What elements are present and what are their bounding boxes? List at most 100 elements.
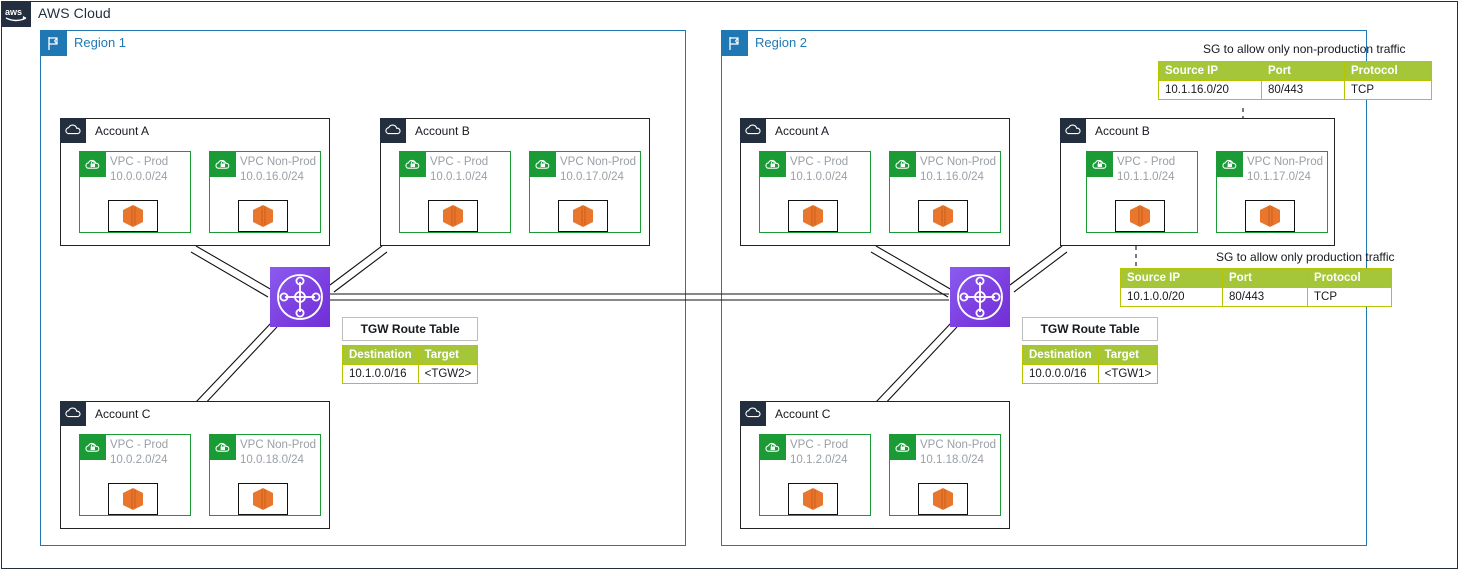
cell-target: <TGW2> <box>417 364 479 384</box>
table-row: 10.1.16.0/20 80/443 TCP <box>1158 80 1432 100</box>
cell-destination: 10.0.0.0/16 <box>1022 364 1099 384</box>
column-header-target: Target <box>1097 345 1159 365</box>
flag-icon <box>721 30 748 56</box>
transit-gateway-icon-1[interactable] <box>270 267 330 327</box>
account-cloud-icon <box>740 401 766 426</box>
column-header-port: Port <box>1222 268 1308 288</box>
account-cloud-icon <box>740 118 766 143</box>
account-cloud-icon <box>1060 118 1086 143</box>
aws-cloud-title: AWS Cloud <box>38 5 111 21</box>
vpc-icon <box>80 152 106 177</box>
column-header-source-ip: Source IP <box>1158 61 1262 81</box>
ec2-instance-icon <box>108 483 158 515</box>
route-table-caption: TGW Route Table <box>1021 317 1159 341</box>
account-cloud-icon <box>60 401 86 426</box>
vpc-icon <box>210 152 236 177</box>
ec2-instance-icon <box>238 483 288 515</box>
column-header-protocol: Protocol <box>1307 268 1392 288</box>
vpc-icon <box>1087 152 1113 177</box>
account-label: Account C <box>775 407 831 421</box>
ec2-instance-icon <box>558 200 608 232</box>
tgw-route-table-2[interactable]: TGW Route Table Destination Target 10.0.… <box>1021 317 1159 384</box>
region-1-label: Region 1 <box>74 35 127 50</box>
cell-protocol: TCP <box>1307 287 1392 307</box>
column-header-port: Port <box>1261 61 1345 81</box>
sg-non-prod-table[interactable]: Source IP Port Protocol 10.1.16.0/20 80/… <box>1158 61 1432 100</box>
cell-protocol: TCP <box>1344 80 1432 100</box>
sg-prod-table[interactable]: Source IP Port Protocol 10.1.0.0/20 80/4… <box>1120 268 1392 307</box>
cell-source-ip: 10.1.0.0/20 <box>1120 287 1223 307</box>
ec2-instance-icon <box>918 200 968 232</box>
column-header-destination: Destination <box>342 345 419 365</box>
account-label: Account C <box>95 407 151 421</box>
cell-port: 80/443 <box>1222 287 1308 307</box>
table-row: 10.1.0.0/20 80/443 TCP <box>1120 287 1392 307</box>
tgw-route-table-1[interactable]: TGW Route Table Destination Target 10.1.… <box>341 317 479 384</box>
sg-prod-caption: SG to allow only production traffic <box>1216 250 1395 264</box>
ec2-instance-icon <box>238 200 288 232</box>
vpc-icon <box>1217 152 1243 177</box>
vpc-icon <box>210 435 236 460</box>
transit-gateway-icon-2[interactable] <box>950 267 1010 327</box>
account-cloud-icon <box>60 118 86 143</box>
column-header-protocol: Protocol <box>1344 61 1432 81</box>
ec2-instance-icon <box>428 200 478 232</box>
cell-port: 80/443 <box>1261 80 1345 100</box>
vpc-icon <box>890 152 916 177</box>
vpc-icon <box>80 435 106 460</box>
cell-source-ip: 10.1.16.0/20 <box>1158 80 1262 100</box>
ec2-instance-icon <box>1115 200 1165 232</box>
vpc-icon <box>760 435 786 460</box>
account-label: Account B <box>1095 124 1150 138</box>
ec2-instance-icon <box>108 200 158 232</box>
ec2-instance-icon <box>788 483 838 515</box>
vpc-icon <box>890 435 916 460</box>
vpc-icon <box>760 152 786 177</box>
vpc-icon <box>400 152 426 177</box>
region-2-label: Region 2 <box>755 35 808 50</box>
account-label: Account A <box>775 124 830 138</box>
svg-text:aws: aws <box>5 7 22 17</box>
flag-icon <box>40 30 67 56</box>
account-cloud-icon <box>380 118 406 143</box>
account-label: Account A <box>95 124 150 138</box>
table-row: 10.1.0.0/16 <TGW2> <box>342 364 479 384</box>
aws-logo-icon: aws <box>1 1 31 27</box>
account-label: Account B <box>415 124 470 138</box>
vpc-icon <box>530 152 556 177</box>
ec2-instance-icon <box>788 200 838 232</box>
sg-non-prod-caption: SG to allow only non-production traffic <box>1203 42 1406 56</box>
column-header-target: Target <box>417 345 479 365</box>
column-header-source-ip: Source IP <box>1120 268 1223 288</box>
